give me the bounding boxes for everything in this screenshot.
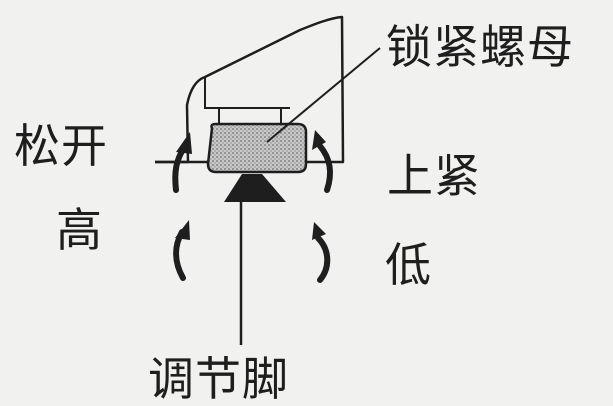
tighten-label: 上紧: [387, 149, 481, 203]
upper-stem: [218, 107, 282, 125]
rotation-arrowhead-upper-right: [312, 130, 326, 150]
high-label: 高: [56, 203, 103, 257]
lock-nut-label: 锁紧螺母: [386, 20, 574, 74]
rotation-arrow-upper-right: [317, 143, 334, 193]
loosen-label: 松开: [14, 119, 108, 173]
adjust-foot-label: 调节脚: [148, 352, 289, 406]
lock-nut-shape: [206, 122, 308, 174]
low-label: 低: [385, 238, 432, 292]
rotation-arrowhead-lower-right: [312, 222, 326, 240]
rotation-arrow-lower-right: [315, 235, 331, 283]
rotation-arrow-upper-left: [172, 145, 187, 193]
appliance-body-outline: [155, 15, 345, 164]
lock-nut-leader-line: [266, 47, 381, 143]
adjust-foot-wedge: [224, 174, 286, 202]
rotation-arrowhead-upper-left: [176, 132, 192, 154]
appliance-body-inner-line: [204, 77, 290, 109]
rotation-arrowhead-lower-left: [175, 220, 190, 240]
